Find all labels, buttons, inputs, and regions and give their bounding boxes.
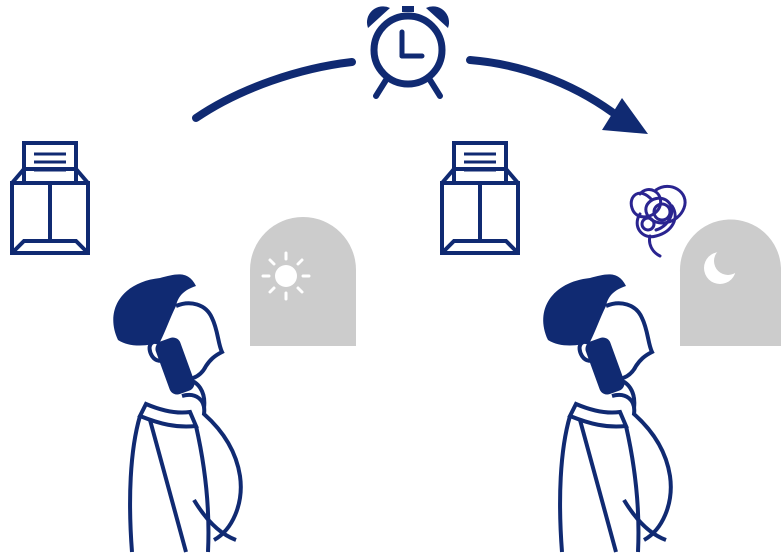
left-person-on-phone xyxy=(113,274,240,552)
day-window xyxy=(250,217,356,346)
sun-icon xyxy=(263,253,309,299)
right-person-on-phone xyxy=(543,274,670,552)
alarm-clock-icon xyxy=(367,6,449,96)
right-mail-box xyxy=(442,143,518,253)
arrow-head xyxy=(602,98,648,134)
night-window xyxy=(680,219,781,346)
scribble-thought-icon xyxy=(631,186,685,256)
left-mail-box xyxy=(12,143,88,253)
